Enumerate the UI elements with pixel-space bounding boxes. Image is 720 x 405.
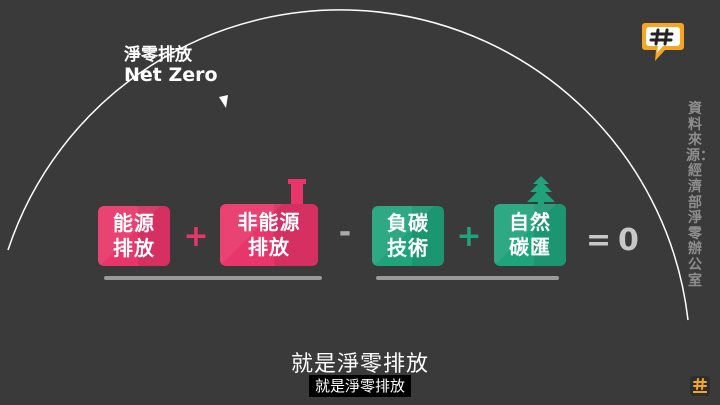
negative-carbon-tech-line1: 負碳 — [387, 211, 429, 235]
hashtag-speech-bubble-logo — [642, 23, 684, 61]
negative-carbon-tech-line2: 技術 — [387, 236, 429, 260]
natural-carbon-sink-tile: 自然 碳匯 — [494, 204, 566, 266]
source-note: 資料來源：經濟部淨零辦公室 — [686, 101, 714, 289]
title-english: Net Zero — [124, 64, 218, 86]
caption-main: 就是淨零排放 — [290, 352, 429, 377]
emissions-underline — [104, 276, 322, 280]
non-energy-emissions-tile: 非能源 排放 — [220, 204, 318, 266]
natural-carbon-sink-line2: 碳匯 — [509, 235, 551, 259]
title-chinese: 淨零排放 — [124, 45, 192, 65]
arc-arrow-icon — [219, 95, 228, 108]
energy-emissions-line1: 能源 — [113, 211, 155, 235]
natural-carbon-sink-line1: 自然 — [509, 210, 551, 234]
plus-operator-2: + — [456, 219, 482, 254]
hashtag-watermark-icon — [690, 376, 710, 396]
plus-operator-1: + — [183, 219, 209, 254]
energy-emissions-line2: 排放 — [113, 236, 155, 260]
non-energy-emissions-line2: 排放 — [248, 235, 290, 259]
negative-carbon-tech-tile: 負碳 技術 — [372, 206, 444, 266]
removals-underline — [376, 276, 559, 280]
result-zero: 0 — [618, 223, 639, 258]
equals-operator: = — [586, 223, 612, 258]
energy-emissions-tile: 能源 排放 — [98, 206, 170, 266]
non-energy-emissions-line1: 非能源 — [237, 210, 301, 234]
minus-operator: - — [338, 215, 352, 250]
caption-subtitle: 就是淨零排放 — [308, 375, 411, 397]
